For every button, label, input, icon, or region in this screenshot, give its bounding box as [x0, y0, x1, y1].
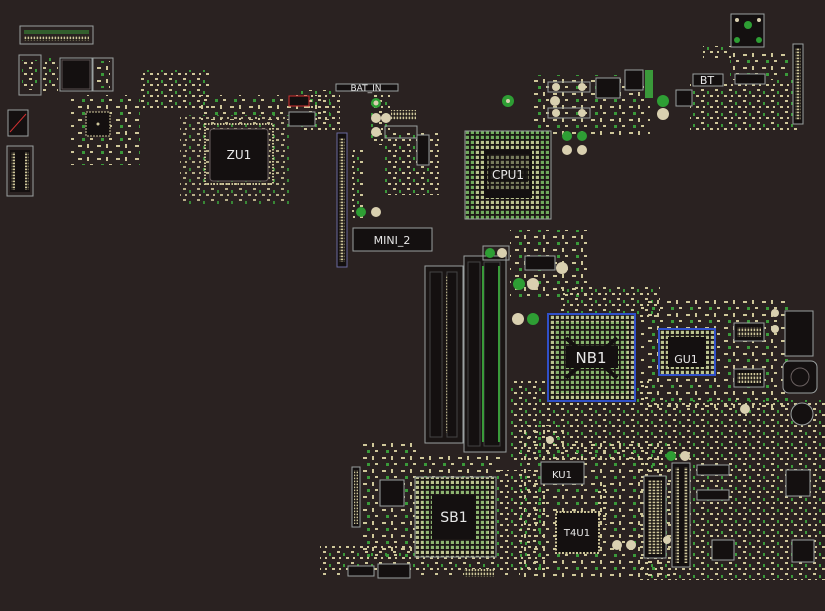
top-left-connector[interactable]: [19, 25, 94, 45]
bt-module[interactable]: BT: [692, 73, 766, 87]
label-cpu1: CPU1: [492, 168, 524, 182]
label-ku1: KU1: [552, 470, 572, 481]
label-bt: BT: [700, 74, 715, 87]
memory-slot-b[interactable]: [463, 255, 507, 453]
right-edge-connector[interactable]: [792, 43, 804, 125]
label-gu1: GU1: [674, 353, 698, 366]
label-bat-in: BAT_IN: [350, 84, 381, 94]
chip-zu1[interactable]: ZU1: [204, 123, 274, 185]
small-qfn-chip[interactable]: [85, 111, 111, 137]
chip-sb1[interactable]: SB1: [414, 476, 497, 558]
top-right-socket[interactable]: [730, 13, 765, 48]
label-nb1: NB1: [575, 349, 606, 367]
label-t4u1: T4U1: [563, 528, 590, 539]
label-mini-2: MINI_2: [374, 234, 411, 247]
mini-2-slot[interactable]: MINI_2: [336, 132, 433, 268]
memory-holes: [482, 245, 568, 325]
left-usb-connector[interactable]: [18, 54, 114, 96]
label-sb1: SB1: [440, 510, 467, 526]
chip-t4u1[interactable]: T4U1: [555, 485, 636, 554]
label-zu1: ZU1: [227, 148, 252, 162]
sb-left-connector[interactable]: [351, 466, 405, 528]
left-edge-connector[interactable]: [6, 145, 34, 197]
right-mid-connectors[interactable]: [733, 309, 818, 426]
chip-gu1[interactable]: GU1: [658, 328, 716, 376]
bottom-connectors[interactable]: [347, 425, 564, 579]
lower-right-connectors[interactable]: [643, 451, 815, 568]
chip-nb1[interactable]: NB1: [547, 313, 636, 402]
left-edge-part[interactable]: [7, 109, 29, 137]
memory-slot-a[interactable]: [424, 265, 464, 444]
chip-cpu1[interactable]: CPU1: [464, 130, 552, 220]
top-right-passives: [595, 46, 731, 120]
cpu-mount-holes: [502, 81, 591, 155]
battery-connector[interactable]: BAT_IN: [288, 83, 430, 166]
chip-ku1[interactable]: KU1: [540, 461, 585, 485]
